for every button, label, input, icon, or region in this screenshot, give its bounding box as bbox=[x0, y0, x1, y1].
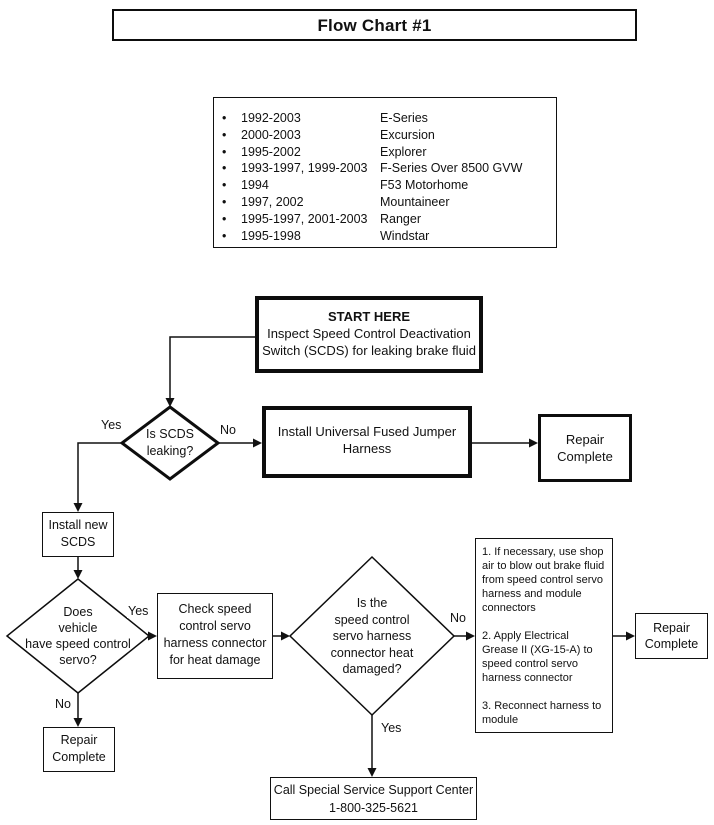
vehicle-years: 1993-1997, 1999-2003 bbox=[241, 161, 368, 176]
vehicle-years: 1995-2002 bbox=[241, 144, 301, 159]
branch-label-no: No bbox=[54, 697, 72, 711]
node-line: Complete bbox=[52, 750, 106, 764]
arrowheads bbox=[73, 398, 635, 777]
bullet-icon: • bbox=[222, 228, 227, 243]
decision-diamond-heat-damage bbox=[288, 555, 456, 717]
bullet-icon: • bbox=[222, 211, 227, 226]
page-title-box: Flow Chart #1 bbox=[112, 9, 637, 41]
bullet-icon: • bbox=[222, 144, 227, 159]
bullet-icon: • bbox=[222, 161, 227, 176]
list-item: • 1995-1998 Windstar bbox=[222, 228, 556, 245]
vehicle-model: F-Series Over 8500 GVW bbox=[380, 161, 523, 176]
vehicle-model: Explorer bbox=[380, 144, 427, 159]
node-line: control servo bbox=[179, 619, 251, 633]
vehicle-model: Excursion bbox=[380, 127, 435, 142]
decision-line: servo harness bbox=[332, 629, 412, 643]
instruction-step: 1. If necessary, use shop air to blow ou… bbox=[482, 546, 605, 614]
node-repair-complete-top: Repair Complete bbox=[538, 414, 632, 482]
bullet-icon: • bbox=[222, 111, 227, 125]
decision-line: Does bbox=[63, 605, 93, 619]
decision-diamond-scds-leaking bbox=[119, 405, 221, 481]
node-line: Install new bbox=[48, 518, 108, 532]
vehicle-model: F53 Motorhome bbox=[380, 178, 469, 193]
branch-label-no: No bbox=[219, 423, 237, 437]
decision-line: connector heat bbox=[330, 645, 414, 660]
page-title: Flow Chart #1 bbox=[317, 16, 432, 35]
branch-label-yes: Yes bbox=[100, 418, 123, 432]
start-heading: START HERE bbox=[327, 309, 411, 324]
list-item: • 1995-2002 Explorer bbox=[222, 144, 556, 161]
node-instructions: 1. If necessary, use shop air to blow ou… bbox=[475, 538, 613, 733]
node-line: Complete bbox=[557, 449, 613, 464]
decision-line: damaged? bbox=[342, 662, 402, 676]
decision-servo-label: Does vehicle have speed control servo? bbox=[6, 604, 150, 668]
node-line: Harness bbox=[342, 441, 392, 456]
node-line: Install Universal Fused Jumper bbox=[277, 424, 457, 439]
connector-decision1-yes bbox=[77, 442, 122, 505]
decision-line: servo? bbox=[59, 653, 97, 667]
node-line: Repair bbox=[653, 621, 690, 635]
instruction-step: 3. Reconnect harness to module bbox=[482, 700, 602, 726]
vehicle-list: • 1992-2003 E-Series • 2000-2003 Excursi… bbox=[213, 97, 557, 248]
node-line: Repair bbox=[60, 733, 98, 747]
list-item: • 1992-2003 E-Series bbox=[222, 110, 556, 127]
list-item: • 1993-1997, 1999-2003 F-Series Over 850… bbox=[222, 160, 556, 177]
node-line: Repair bbox=[565, 432, 605, 447]
node-repair-complete-left: Repair Complete bbox=[43, 727, 115, 772]
bullet-icon: • bbox=[222, 127, 227, 142]
node-line: harness connector bbox=[163, 636, 267, 650]
list-item: • 2000-2003 Excursion bbox=[222, 127, 556, 144]
vehicle-model: Ranger bbox=[380, 211, 421, 226]
node-line: Call Special Service Support Center bbox=[273, 783, 474, 797]
node-line: Check speed bbox=[178, 602, 252, 616]
connector-start-to-decision1 bbox=[169, 336, 255, 400]
list-item: • 1995-1997, 2001-2003 Ranger bbox=[222, 211, 556, 228]
vehicle-years: 1992-2003 bbox=[241, 111, 301, 125]
branch-label-yes: Yes bbox=[380, 721, 403, 735]
vehicle-years: 1994 bbox=[241, 178, 269, 193]
branch-label-no: No bbox=[449, 611, 467, 625]
branch-label-yes: Yes bbox=[127, 604, 150, 618]
node-install-jumper: Install Universal Fused Jumper Harness bbox=[262, 406, 472, 478]
start-line: Inspect Speed Control Deactivation bbox=[267, 326, 471, 341]
start-line: Switch (SCDS) for leaking brake fluid bbox=[262, 343, 476, 358]
node-line: for heat damage bbox=[169, 653, 261, 667]
node-call-support-center: Call Special Service Support Center 1-80… bbox=[270, 777, 477, 820]
decision-scds-leaking-label: Is SCDS leaking? bbox=[122, 426, 218, 459]
bullet-icon: • bbox=[222, 178, 227, 193]
node-line: SCDS bbox=[60, 535, 96, 549]
vehicle-model: Mountaineer bbox=[380, 194, 450, 209]
decision-line: speed control bbox=[334, 612, 410, 627]
decision-heat-damage-label: Is the speed control servo harness conne… bbox=[292, 595, 452, 678]
vehicle-years: 1997, 2002 bbox=[241, 194, 304, 209]
vehicle-years: 2000-2003 bbox=[241, 127, 301, 142]
decision-line: leaking? bbox=[146, 443, 194, 458]
decision-line: vehicle bbox=[58, 621, 98, 635]
list-item: • 1997, 2002 Mountaineer bbox=[222, 194, 556, 211]
instruction-step: 2. Apply Electrical Grease II (XG-15-A) … bbox=[482, 630, 593, 684]
vehicle-model: Windstar bbox=[380, 228, 430, 243]
bullet-icon: • bbox=[222, 194, 227, 209]
decision-line: have speed control bbox=[25, 637, 131, 651]
node-start: START HERE Inspect Speed Control Deactiv… bbox=[255, 296, 483, 373]
node-line: Complete bbox=[644, 637, 699, 651]
vehicle-model: E-Series bbox=[380, 111, 428, 125]
decision-line: Is SCDS bbox=[146, 427, 194, 441]
node-check-harness: Check speed control servo harness connec… bbox=[157, 593, 273, 679]
vehicle-years: 1995-1997, 2001-2003 bbox=[241, 211, 368, 226]
node-repair-complete-right: Repair Complete bbox=[635, 613, 708, 659]
node-install-new-scds: Install new SCDS bbox=[42, 512, 114, 557]
list-item: • 1994 F53 Motorhome bbox=[222, 177, 556, 194]
decision-diamond-servo bbox=[5, 578, 151, 694]
support-phone-number: 1-800-325-5621 bbox=[329, 801, 418, 815]
vehicle-years: 1995-1998 bbox=[241, 228, 301, 243]
decision-line: Is the bbox=[356, 596, 388, 610]
